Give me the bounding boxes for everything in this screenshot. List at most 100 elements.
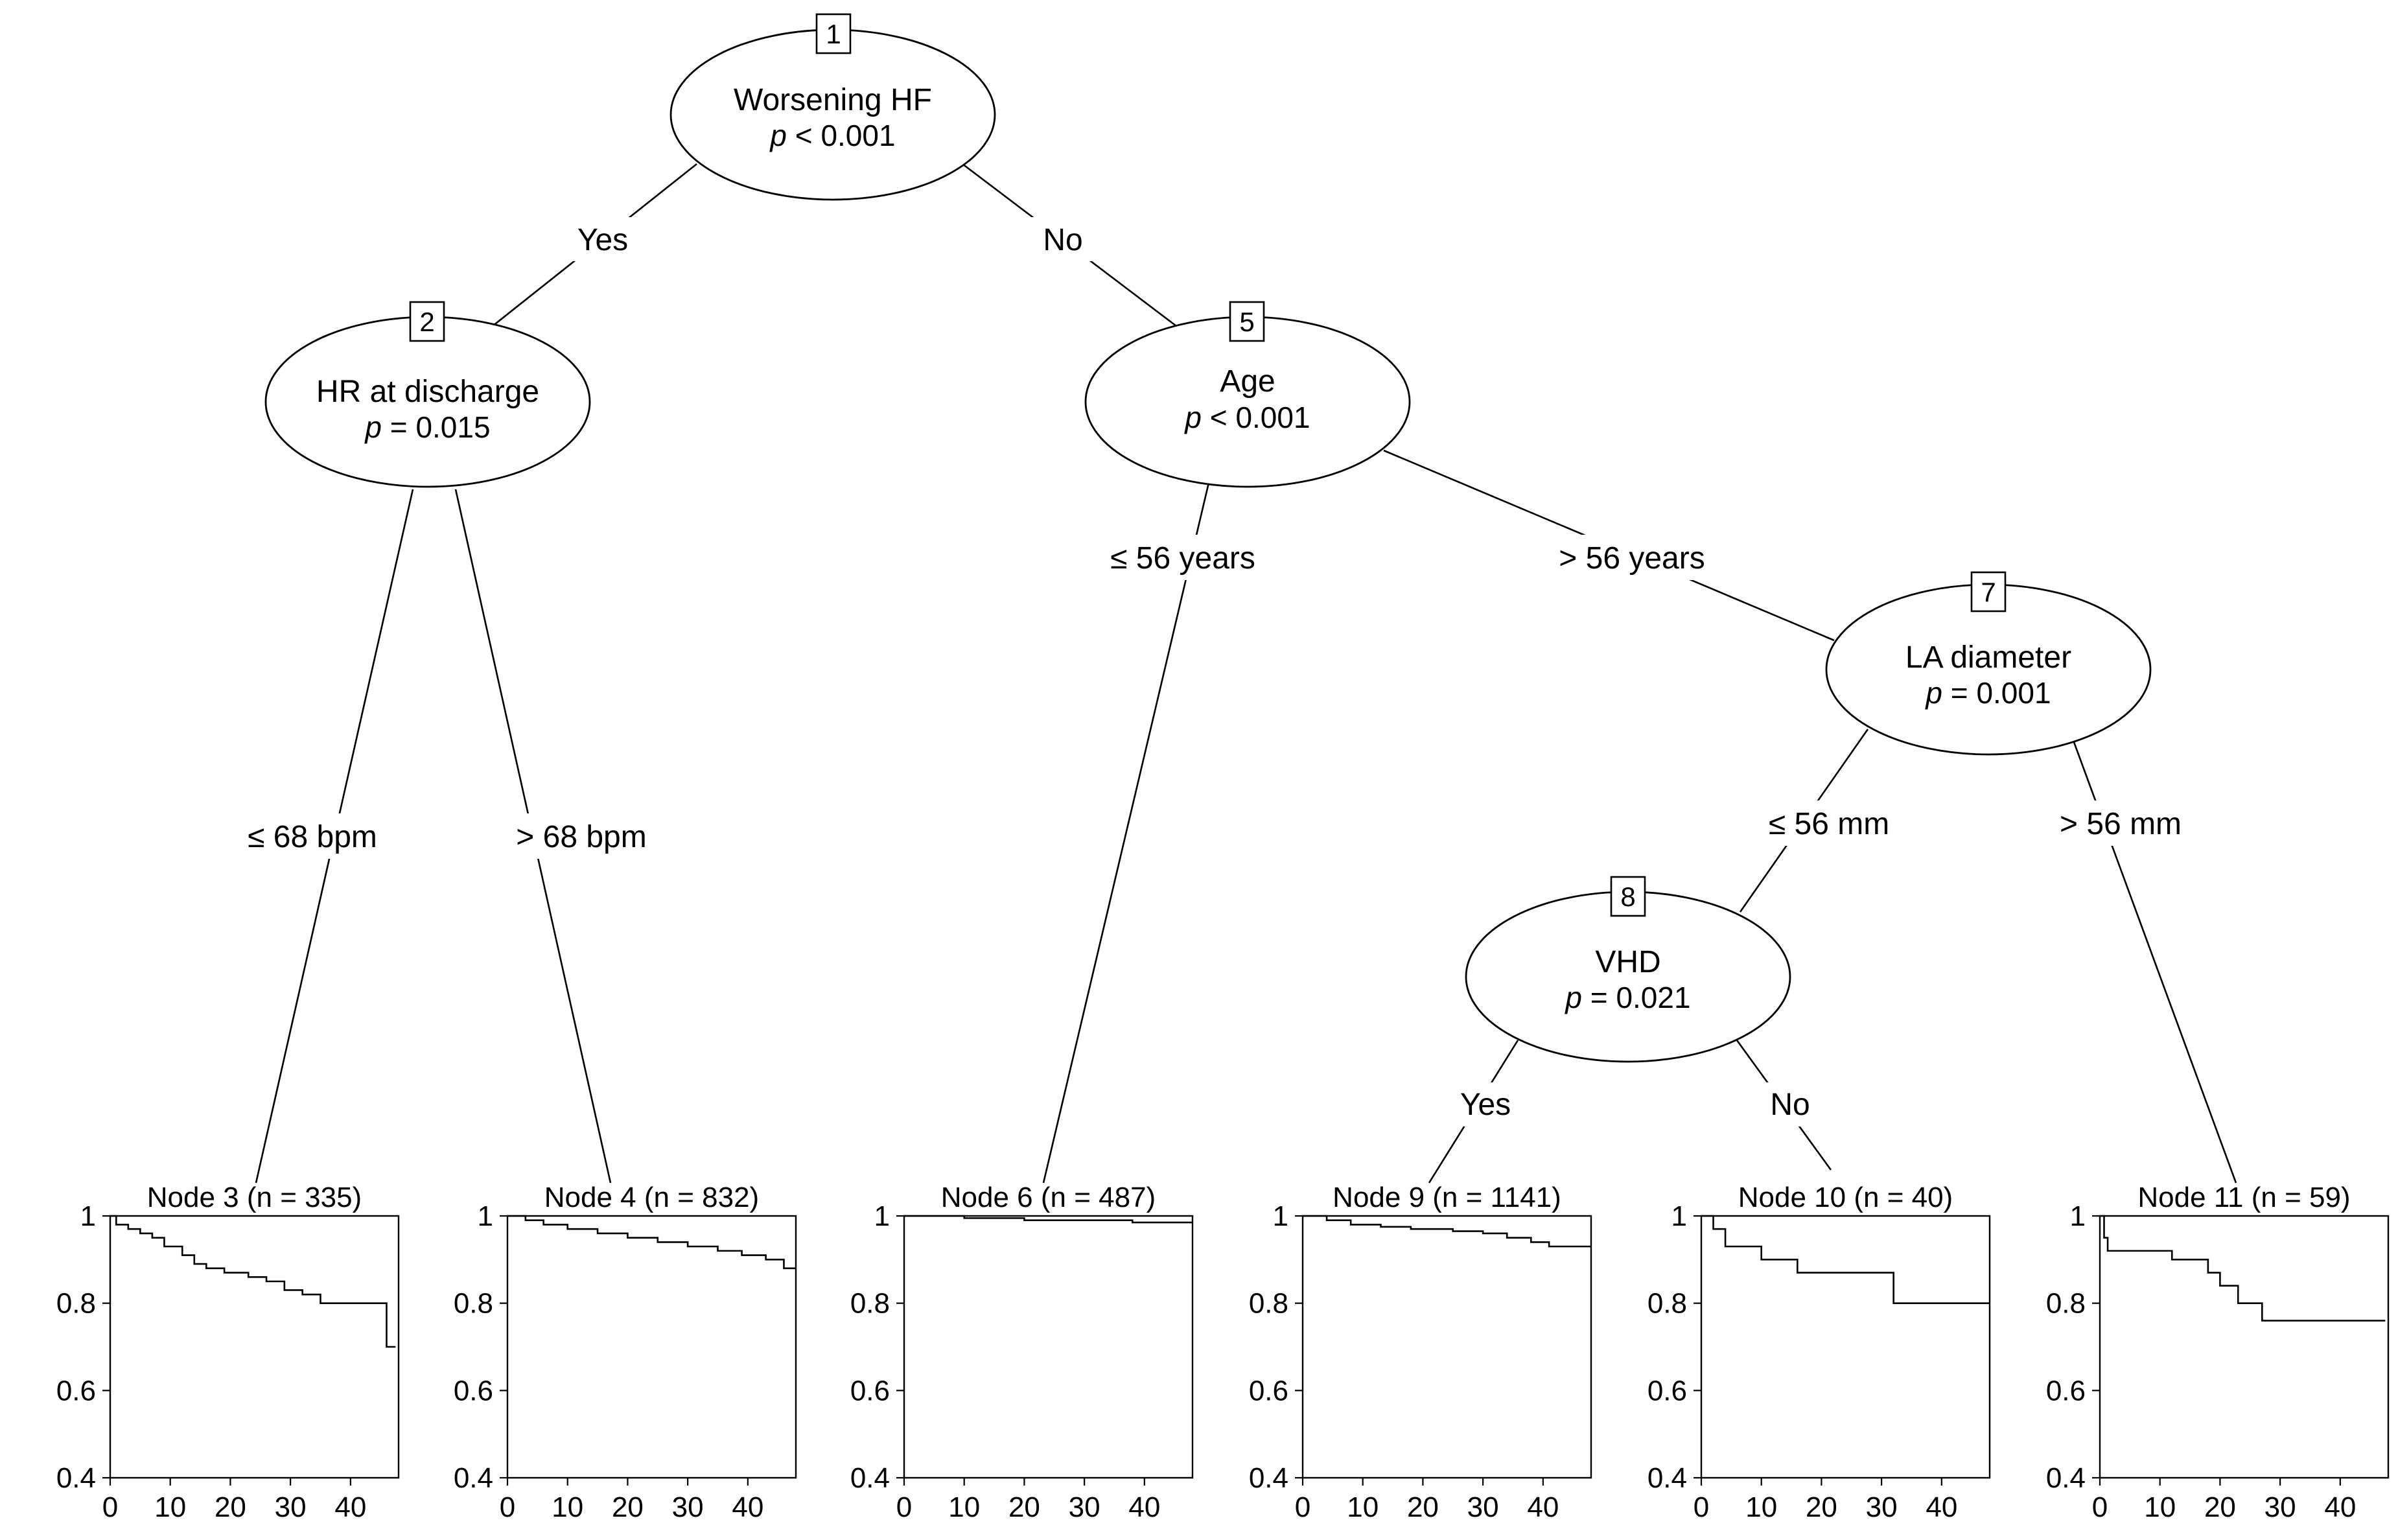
panel-title: Node 10 (n = 40) xyxy=(1738,1182,1953,1213)
x-tick-label: 40 xyxy=(1926,1491,1957,1523)
panel-title: Node 3 (n = 335) xyxy=(147,1182,362,1213)
x-tick-label: 10 xyxy=(1347,1491,1379,1523)
pvalue-symbol: p xyxy=(769,119,787,152)
node-variable-7: LA diameter xyxy=(1905,640,2071,675)
x-tick-label: 40 xyxy=(1527,1491,1559,1523)
x-tick-label: 30 xyxy=(2264,1491,2296,1523)
pvalue-text: = 0.015 xyxy=(382,410,491,444)
y-tick-label: 0.8 xyxy=(1249,1288,1288,1320)
edge-labels: Yes No ≤ 68 bpm > 68 bpm ≤ 56 years > 56… xyxy=(233,217,2200,1126)
node-pvalue-8: p = 0.021 xyxy=(1564,981,1690,1014)
x-tick-label: 20 xyxy=(215,1491,246,1523)
y-tick-label: 0.8 xyxy=(850,1288,890,1320)
edge-label-8-9: Yes xyxy=(1460,1088,1511,1122)
survival-curve xyxy=(904,1215,1193,1224)
y-tick-label: 0.6 xyxy=(1647,1375,1687,1406)
x-tick-label: 30 xyxy=(672,1491,704,1523)
edge-label-2-3: ≤ 68 bpm xyxy=(248,820,377,854)
y-tick-label: 0.8 xyxy=(56,1288,96,1320)
y-tick-label: 0.6 xyxy=(2046,1375,2086,1406)
pvalue-symbol: p xyxy=(364,410,382,444)
x-tick-label: 30 xyxy=(1069,1491,1100,1523)
x-tick-label: 30 xyxy=(275,1491,307,1523)
node-variable-5: Age xyxy=(1220,364,1275,399)
pvalue-text: < 0.001 xyxy=(787,119,896,152)
plot-frame xyxy=(903,1215,1194,1479)
node-variable-8: VHD xyxy=(1595,945,1660,979)
node-id-1: 1 xyxy=(826,19,841,49)
y-tick-label: 0.8 xyxy=(454,1288,493,1320)
y-tick-label: 1 xyxy=(478,1200,493,1232)
x-tick-label: 40 xyxy=(334,1491,366,1523)
y-tick-label: 0.6 xyxy=(1249,1375,1288,1406)
panel-title: Node 6 (n = 487) xyxy=(941,1182,1156,1213)
y-tick-label: 0.4 xyxy=(454,1462,493,1494)
panel-title: Node 9 (n = 1141) xyxy=(1333,1182,1561,1213)
y-tick-label: 1 xyxy=(874,1200,890,1232)
inner-node-5: 5 Age p < 0.001 xyxy=(1084,301,1411,488)
inner-node-7: 7 LA diameter p = 0.001 xyxy=(1825,571,2152,756)
node-id-5: 5 xyxy=(1239,307,1254,337)
survival-curve xyxy=(110,1215,396,1348)
y-tick-label: 0.4 xyxy=(2046,1462,2086,1494)
y-tick-label: 0.4 xyxy=(56,1462,96,1494)
plot-frame xyxy=(2099,1215,2390,1479)
node-id-8: 8 xyxy=(1620,881,1635,912)
x-tick-label: 20 xyxy=(2204,1491,2236,1523)
pvalue-text: < 0.001 xyxy=(1202,401,1310,434)
pvalue-symbol: p xyxy=(1924,676,1942,710)
edge-label-1-2: Yes xyxy=(577,223,628,257)
x-tick-label: 30 xyxy=(1467,1491,1499,1523)
node-pvalue-1: p < 0.001 xyxy=(769,119,895,152)
x-tick-label: 0 xyxy=(896,1491,912,1523)
x-tick-label: 0 xyxy=(2092,1491,2108,1523)
panel-title: Node 11 (n = 59) xyxy=(2137,1182,2350,1213)
edge-label-2-4: > 68 bpm xyxy=(516,820,646,854)
y-tick-label: 1 xyxy=(2070,1200,2086,1232)
x-tick-label: 30 xyxy=(1866,1491,1898,1523)
plot-frame xyxy=(1700,1215,1991,1479)
km-panel-1: Node 3 (n = 335) 1 0.8 0.6 0.40 10 20 30 40 xyxy=(56,1182,400,1523)
x-tick-label: 40 xyxy=(1128,1491,1160,1523)
y-tick-label: 0.4 xyxy=(1647,1462,1687,1494)
node-pvalue-5: p < 0.001 xyxy=(1183,401,1310,434)
x-tick-label: 0 xyxy=(1694,1491,1709,1523)
y-tick-label: 0.8 xyxy=(2046,1288,2086,1320)
x-tick-label: 10 xyxy=(154,1491,186,1523)
node-pvalue-7: p = 0.001 xyxy=(1924,676,2051,710)
y-tick-label: 0.4 xyxy=(850,1462,890,1494)
pvalue-symbol: p xyxy=(1564,981,1582,1014)
x-tick-label: 0 xyxy=(500,1491,515,1523)
y-tick-label: 1 xyxy=(80,1200,96,1232)
x-tick-label: 40 xyxy=(732,1491,763,1523)
edge-label-5-7: > 56 years xyxy=(1559,541,1705,576)
x-tick-label: 20 xyxy=(1008,1491,1040,1523)
plot-frame xyxy=(506,1215,797,1479)
edge-label-8-10: No xyxy=(1770,1088,1810,1122)
pvalue-symbol: p xyxy=(1183,401,1202,434)
y-tick-label: 0.4 xyxy=(1249,1462,1288,1494)
inner-node-1: 1 Worsening HF p < 0.001 xyxy=(669,13,996,201)
edge-label-5-6: ≤ 56 years xyxy=(1110,541,1255,576)
edge-label-1-5: No xyxy=(1043,223,1082,257)
x-tick-label: 0 xyxy=(1295,1491,1310,1523)
x-tick-label: 0 xyxy=(102,1491,118,1523)
inner-node-2: 2 HR at discharge p = 0.015 xyxy=(264,301,591,488)
y-tick-label: 0.6 xyxy=(56,1375,96,1406)
inner-node-8: 8 VHD p = 0.021 xyxy=(1465,876,1791,1063)
pvalue-text: = 0.001 xyxy=(1942,676,2051,710)
x-tick-label: 20 xyxy=(1407,1491,1439,1523)
edge-label-7-8: ≤ 56 mm xyxy=(1769,807,1889,841)
x-tick-label: 10 xyxy=(2144,1491,2176,1523)
plot-frame xyxy=(109,1215,400,1479)
x-tick-label: 10 xyxy=(948,1491,980,1523)
node-id-2: 2 xyxy=(419,307,434,337)
panel-title: Node 4 (n = 832) xyxy=(544,1182,759,1213)
survival-curve xyxy=(507,1215,796,1270)
x-tick-label: 10 xyxy=(1745,1491,1777,1523)
